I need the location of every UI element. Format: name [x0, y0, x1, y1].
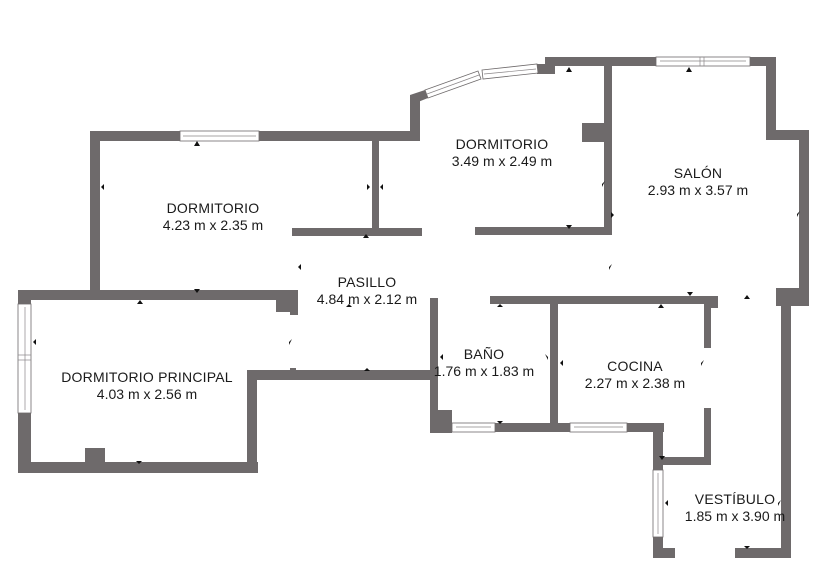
- room-dormitorio-principal: DORMITORIO PRINCIPAL 4.03 m x 2.56 m: [61, 369, 233, 403]
- room-name: DORMITORIO: [166, 200, 260, 216]
- walls: [18, 57, 809, 558]
- room-dormitorio-2: DORMITORIO 3.49 m x 2.49 m: [452, 136, 552, 170]
- room-dimensions: 2.93 m x 3.57 m: [647, 182, 749, 198]
- room-dimensions: 4.23 m x 2.35 m: [162, 217, 264, 233]
- room-dimensions: 3.49 m x 2.49 m: [451, 153, 553, 169]
- room-dormitorio-1: DORMITORIO 4.23 m x 2.35 m: [163, 200, 263, 234]
- room-name: DORMITORIO PRINCIPAL: [61, 369, 233, 385]
- room-pasillo: PASILLO 4.84 m x 2.12 m: [317, 274, 417, 308]
- room-dimensions: 2.27 m x 2.38 m: [584, 375, 686, 391]
- room-name: SALÓN: [673, 165, 723, 181]
- room-name: VESTÍBULO: [694, 491, 776, 507]
- room-cocina: COCINA 2.27 m x 2.38 m: [585, 358, 685, 392]
- room-dimensions: 1.76 m x 1.83 m: [433, 363, 535, 379]
- room-salon: SALÓN 2.93 m x 3.57 m: [648, 165, 748, 199]
- room-name: DORMITORIO: [455, 136, 549, 152]
- room-name: COCINA: [607, 358, 663, 374]
- dimension-markers: [33, 67, 800, 549]
- room-name: BAÑO: [463, 346, 505, 362]
- room-vestibulo: VESTÍBULO 1.85 m x 3.90 m: [685, 491, 785, 525]
- room-bano: BAÑO 1.76 m x 1.83 m: [434, 346, 534, 380]
- room-dimensions: 4.84 m x 2.12 m: [316, 291, 418, 307]
- windows: [17, 56, 751, 538]
- room-dimensions: 1.85 m x 3.90 m: [684, 508, 786, 524]
- room-name: PASILLO: [337, 274, 397, 290]
- room-dimensions: 4.03 m x 2.56 m: [96, 386, 198, 402]
